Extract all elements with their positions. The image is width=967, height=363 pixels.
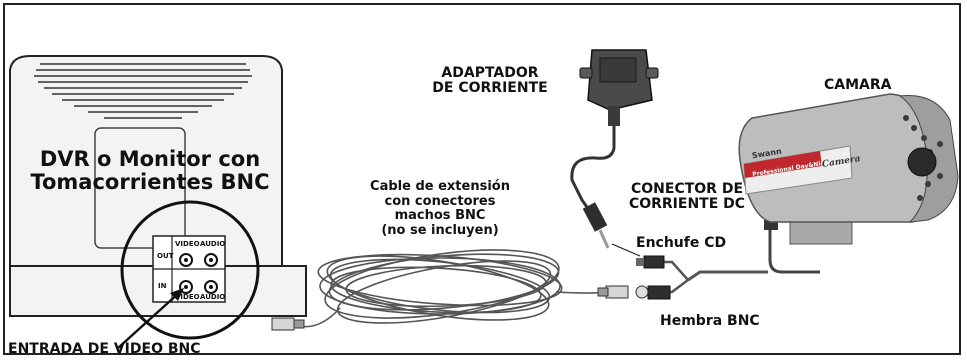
- panel-video-in-label: VIDEO: [175, 293, 200, 301]
- cable-label-line3: machos BNC: [394, 208, 486, 224]
- panel-audio-out-label: AUDIO: [200, 240, 226, 248]
- dc-connector-label-line2: CORRIENTE DC: [628, 196, 746, 213]
- dc-plug-label: Enchufe CD: [636, 235, 727, 251]
- video-input-label: ENTRADA DE VIDEO BNC: [8, 341, 201, 357]
- panel-in-label: IN: [158, 282, 167, 290]
- adapter-label-line2: DE CORRIENTE: [432, 80, 548, 97]
- adapter-label-line1: ADAPTADOR: [441, 65, 539, 81]
- panel-audio-in-label: AUDIO: [200, 293, 226, 301]
- camera-label: CAMARA: [824, 77, 892, 93]
- monitor-title-line2: Tomacorrientes BNC: [30, 170, 270, 195]
- dc-connector-label: CONECTOR DE CORRIENTE DC: [612, 181, 762, 213]
- panel-out-label: OUT: [157, 252, 174, 260]
- cable-label-line2: con conectores: [384, 193, 496, 209]
- camera-illustration: [635, 93, 959, 300]
- bnc-male-connectors: [271, 285, 629, 331]
- monitor-illustration: [9, 55, 307, 349]
- adapter-label: ADAPTADOR DE CORRIENTE: [410, 65, 570, 97]
- cable-label-line4: (no se incluyen): [381, 223, 499, 239]
- cable-label: Cable de extensión con conectores machos…: [350, 179, 530, 239]
- monitor-title-line1: DVR o Monitor con: [39, 147, 261, 171]
- panel-video-out-label: VIDEO: [175, 240, 200, 248]
- dc-connector-label-line1: CONECTOR DE: [630, 181, 744, 197]
- extension-cable-illustration: [299, 249, 611, 328]
- monitor-title: DVR o Monitor con Tomacorrientes BNC: [20, 147, 280, 195]
- power-adapter-illustration: [570, 49, 659, 249]
- cable-label-line1: Cable de extensión: [370, 179, 510, 194]
- bnc-female-label: Hembra BNC: [660, 313, 760, 329]
